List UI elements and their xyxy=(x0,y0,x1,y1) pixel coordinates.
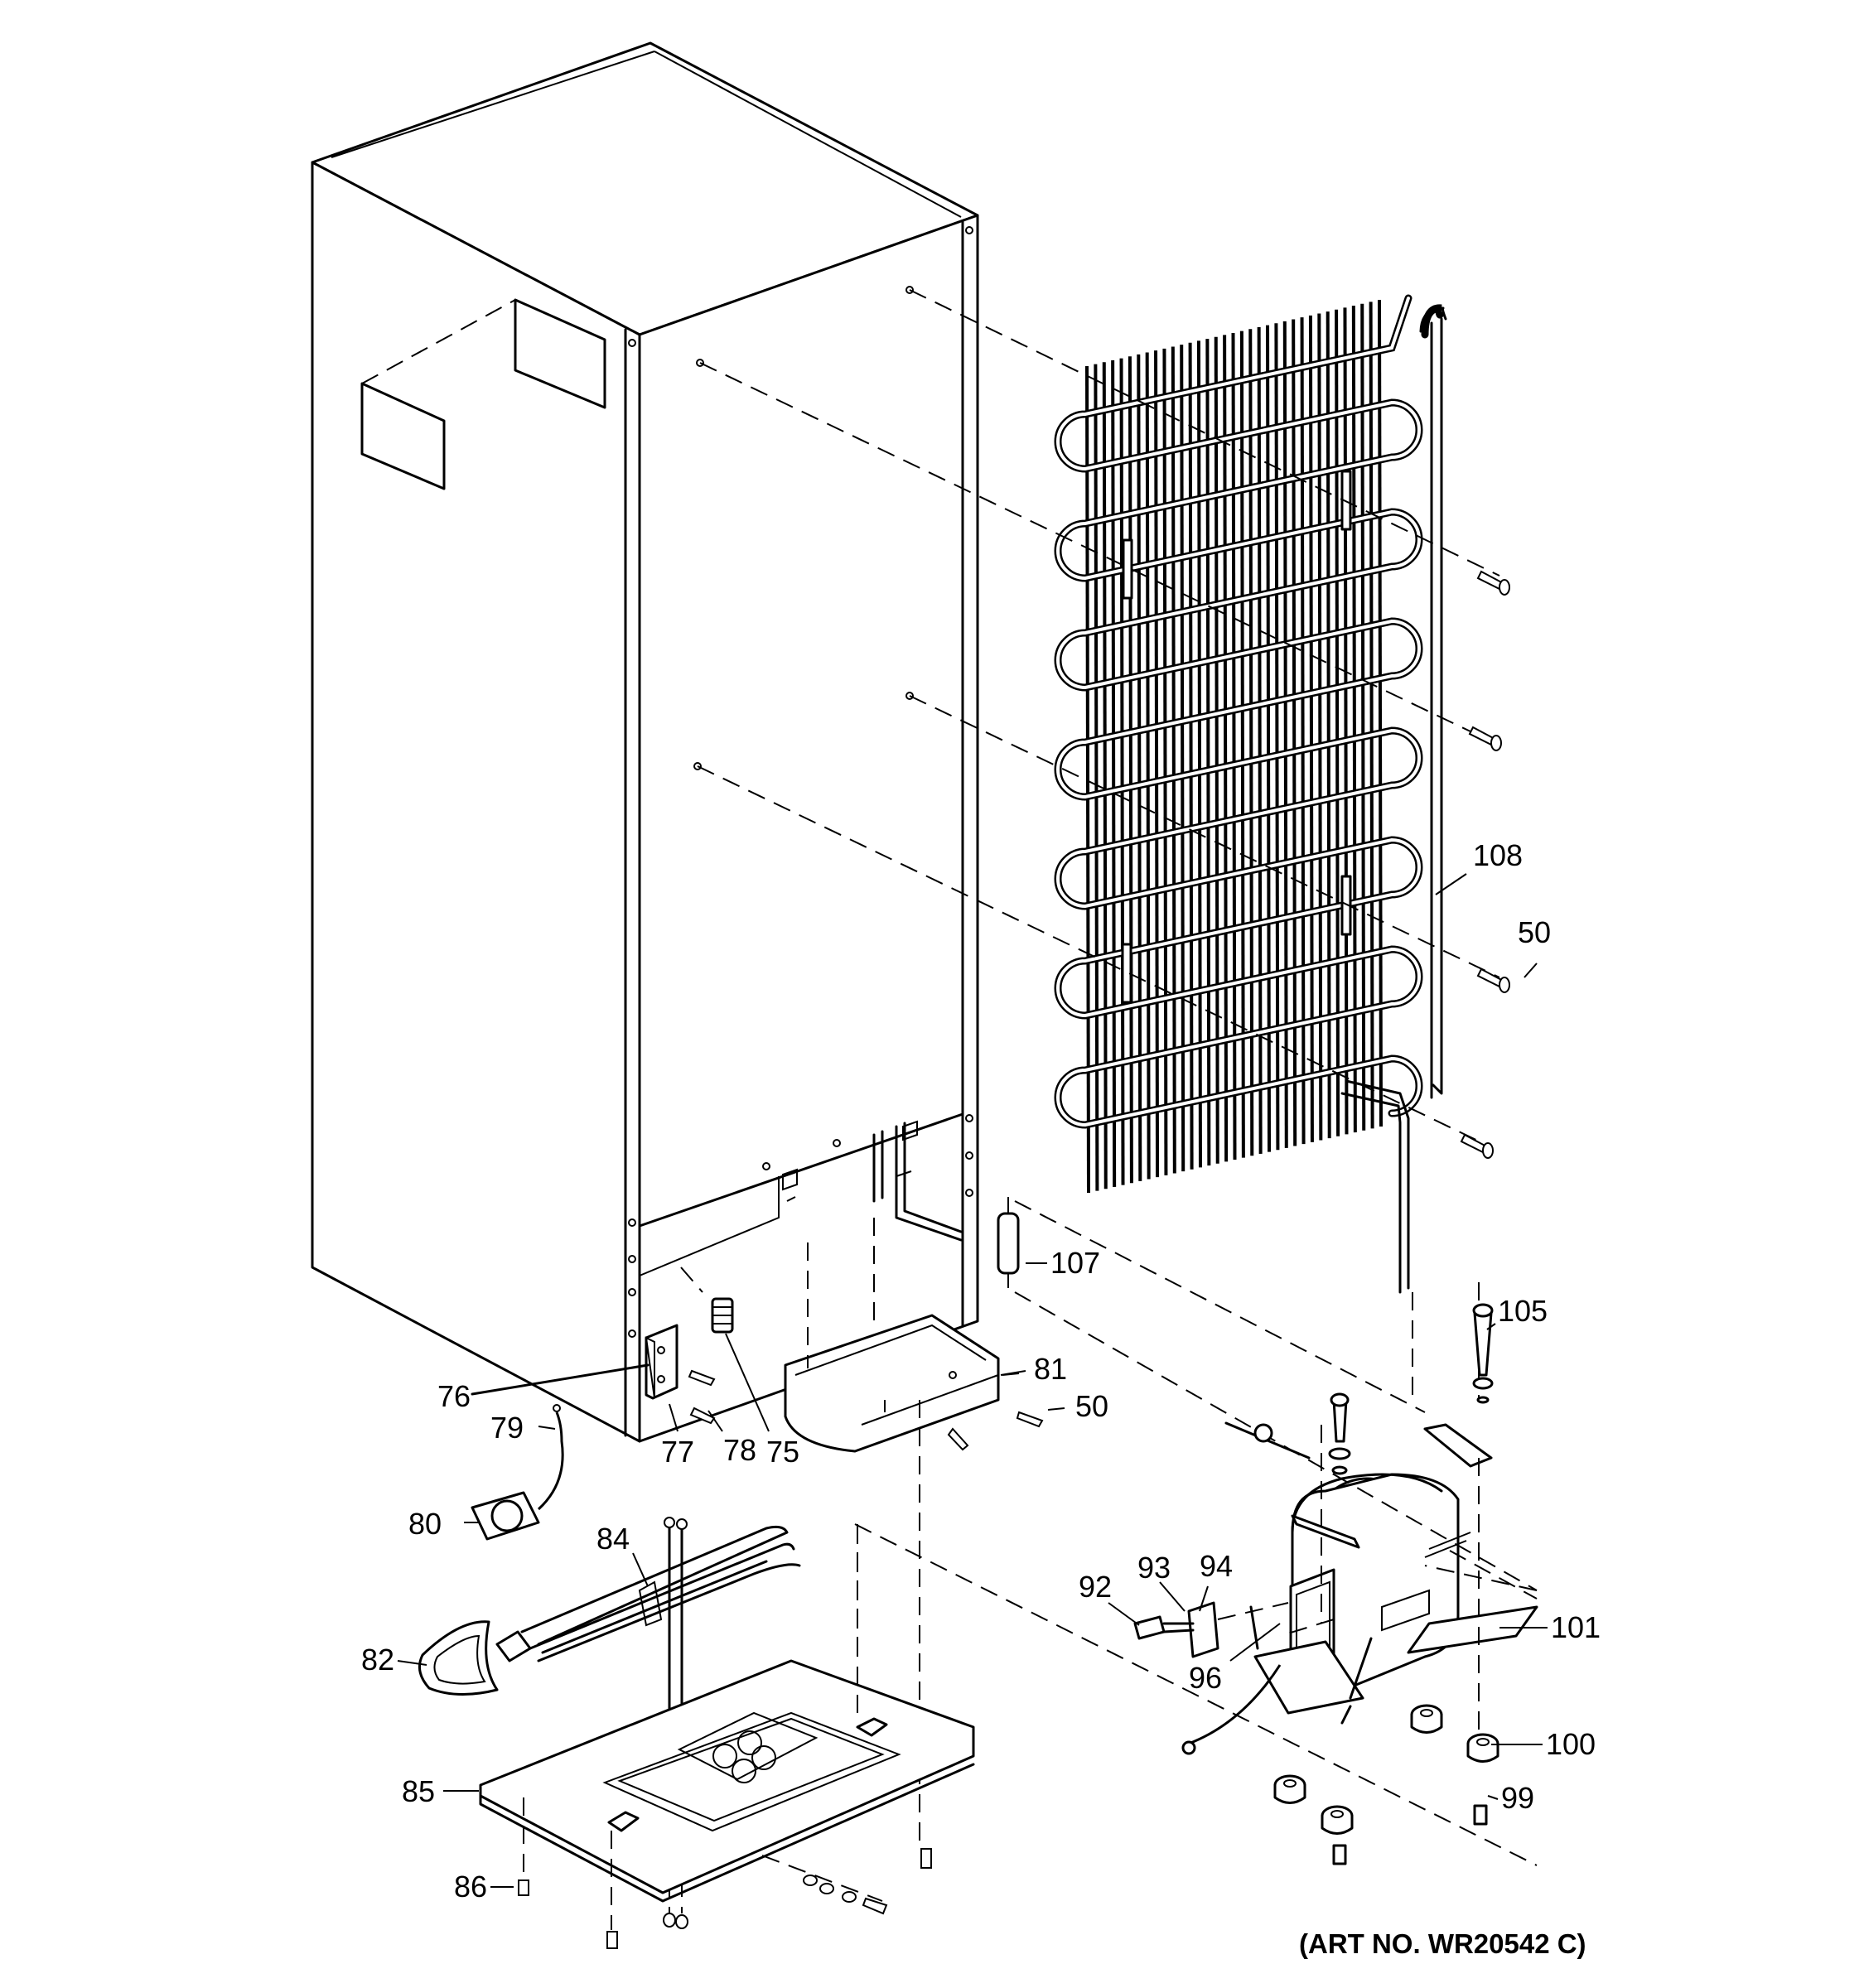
callout-92: 92 xyxy=(1079,1570,1112,1604)
condenser-screws xyxy=(1461,570,1510,1159)
callout-93: 93 xyxy=(1137,1551,1171,1585)
callout-79: 79 xyxy=(490,1411,524,1445)
callout-50-pan: 50 xyxy=(1075,1389,1108,1423)
callout-108: 108 xyxy=(1473,838,1523,872)
flange-holes xyxy=(628,226,973,1338)
relay-components xyxy=(1133,1601,1289,1755)
callout-94: 94 xyxy=(1200,1549,1233,1583)
callout-96: 96 xyxy=(1189,1661,1222,1695)
capacitor-assembly xyxy=(471,1404,564,1541)
condenser-coil xyxy=(1054,294,1447,1294)
callout-labels: 108 50 107 105 81 50 76 79 77 78 75 80 8… xyxy=(361,838,1601,1959)
callout-84: 84 xyxy=(596,1522,630,1556)
compressor xyxy=(1014,1282,1538,1865)
refrigerator-cabinet xyxy=(311,41,979,1443)
callout-81: 81 xyxy=(1034,1352,1067,1386)
callout-76: 76 xyxy=(437,1379,471,1413)
callout-77: 77 xyxy=(661,1435,694,1469)
callout-75: 75 xyxy=(766,1435,799,1469)
callout-85: 85 xyxy=(402,1774,435,1808)
callout-50-condenser: 50 xyxy=(1518,915,1551,949)
drier xyxy=(997,1197,1426,1413)
callout-105: 105 xyxy=(1498,1294,1548,1328)
mounting-leader-lines xyxy=(697,289,1500,1144)
callout-99: 99 xyxy=(1501,1781,1534,1815)
callout-78: 78 xyxy=(723,1433,756,1467)
base-plate xyxy=(479,1523,1538,1949)
callout-107: 107 xyxy=(1050,1246,1100,1280)
condenser-wires xyxy=(1085,299,1383,1194)
callout-100: 100 xyxy=(1546,1727,1596,1761)
art-number: (ART NO. WR20542 C) xyxy=(1299,1928,1586,1959)
power-cord xyxy=(418,1525,801,1696)
callout-101: 101 xyxy=(1551,1610,1601,1644)
callout-82: 82 xyxy=(361,1643,394,1677)
callout-leaders xyxy=(397,873,1548,1888)
callout-80: 80 xyxy=(408,1507,442,1541)
callout-86: 86 xyxy=(454,1870,487,1904)
relay-and-bracket xyxy=(645,1267,734,1425)
